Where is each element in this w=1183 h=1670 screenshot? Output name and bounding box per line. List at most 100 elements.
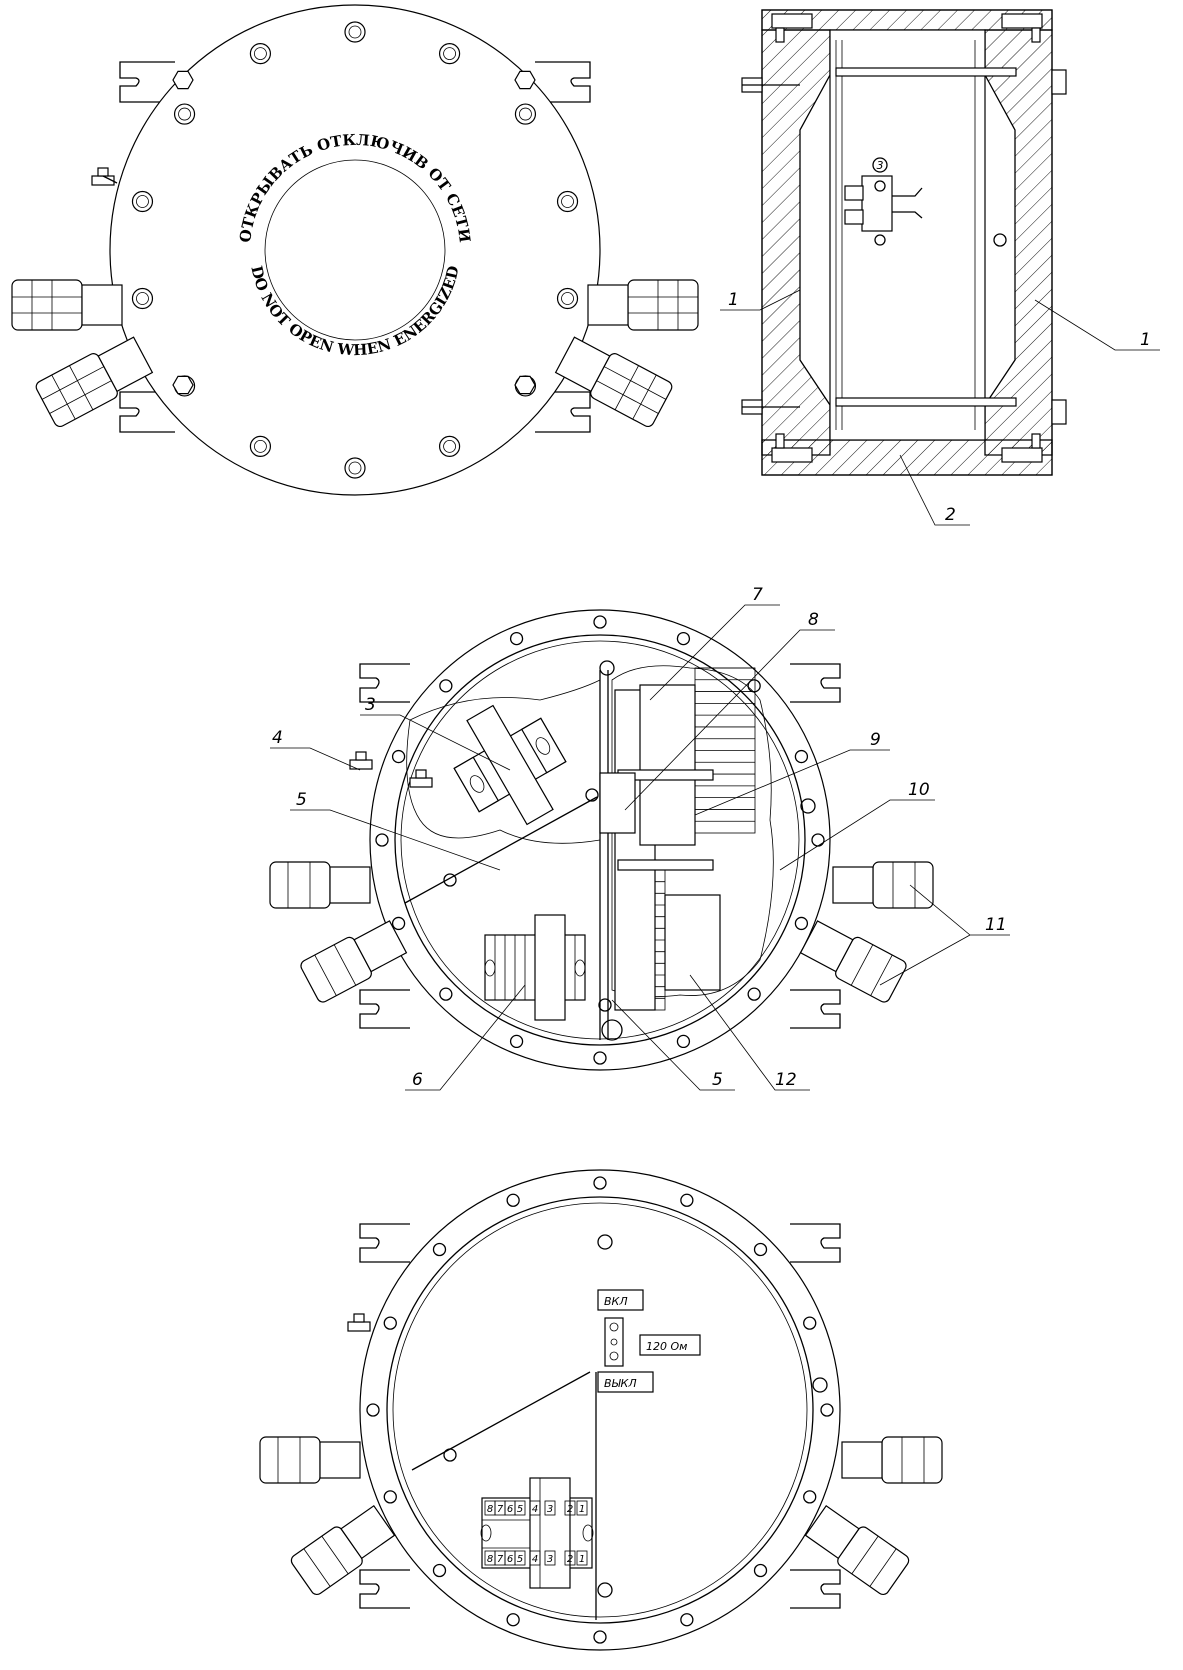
callout-5a: 5 bbox=[296, 790, 307, 810]
side-stud bbox=[1051, 399, 1067, 425]
screw bbox=[993, 233, 1007, 247]
side-stud bbox=[741, 77, 800, 93]
break-line bbox=[406, 679, 601, 844]
mounting-foot bbox=[790, 1569, 841, 1609]
screw bbox=[443, 873, 457, 887]
flange-hole bbox=[676, 1034, 691, 1049]
cable-gland bbox=[832, 861, 934, 909]
terminal-number: 8 bbox=[487, 1504, 493, 1515]
hex-nut bbox=[514, 70, 536, 90]
wire bbox=[404, 796, 598, 904]
terminal-number: 5 bbox=[517, 1504, 523, 1515]
flange-hole bbox=[676, 631, 691, 646]
flange-hole bbox=[680, 1193, 694, 1207]
earth-stud bbox=[91, 167, 118, 186]
flange-holes bbox=[375, 615, 825, 1065]
cover-bolt bbox=[344, 21, 366, 43]
cover-bolt bbox=[249, 42, 272, 65]
flange-hole bbox=[375, 833, 389, 847]
bracket bbox=[617, 859, 714, 871]
flange-hole bbox=[593, 1176, 607, 1190]
terminal-number: 4 bbox=[532, 1504, 538, 1515]
flange-hole bbox=[794, 916, 809, 931]
earth-mark: 3 bbox=[877, 159, 884, 172]
cover-view: ОТКРЫВАТЬ ОТКЛЮЧИВ ОТ СЕТИ DO NOT OPEN W… bbox=[11, 4, 699, 496]
flange-hole bbox=[593, 1630, 607, 1644]
mounting-foot bbox=[359, 1223, 410, 1263]
screw bbox=[601, 1019, 623, 1041]
terminal-number: 1 bbox=[579, 1554, 585, 1565]
mounting-foot bbox=[359, 663, 410, 703]
terminal-number: 6 bbox=[507, 1554, 513, 1565]
module-12 bbox=[664, 894, 721, 991]
screw bbox=[812, 1377, 828, 1393]
corner-bolt bbox=[1001, 13, 1043, 43]
mounting-foot bbox=[359, 989, 410, 1029]
flange-hole bbox=[391, 749, 406, 764]
mounting-foot bbox=[359, 1569, 410, 1609]
screw bbox=[800, 798, 816, 814]
corner-bolt bbox=[1001, 433, 1043, 463]
cover-bolt bbox=[249, 435, 272, 458]
flange-hole bbox=[506, 1613, 520, 1627]
cable-gland bbox=[300, 920, 408, 1003]
terminal-number: 5 bbox=[517, 1554, 523, 1565]
screw bbox=[599, 660, 615, 676]
cable-gland bbox=[35, 336, 154, 428]
callout-5b: 5 bbox=[712, 1070, 723, 1090]
flange-hole bbox=[680, 1613, 694, 1627]
wire bbox=[411, 1371, 591, 1471]
mounting-foot bbox=[790, 663, 841, 703]
hex-nut bbox=[172, 70, 194, 90]
callout-10: 10 bbox=[908, 780, 930, 800]
flange-inner-2 bbox=[392, 1202, 808, 1618]
terminal-number: 8 bbox=[487, 1554, 493, 1565]
callout-11: 11 bbox=[985, 915, 1007, 935]
sign-resistor: 120 Ом bbox=[646, 1340, 687, 1353]
terminal-number: 3 bbox=[547, 1554, 553, 1565]
earth-stud bbox=[347, 1313, 371, 1332]
callout-9: 9 bbox=[870, 730, 881, 750]
cable-gland bbox=[554, 336, 673, 428]
cable-gland bbox=[804, 1505, 910, 1596]
sign-on: ВКЛ bbox=[604, 1295, 628, 1308]
screw bbox=[597, 1234, 613, 1250]
cover-bolt bbox=[131, 287, 154, 310]
open-view: 3 4 5 5 6 7 8 9 10 11 12 bbox=[269, 585, 1010, 1091]
terminal-number: 2 bbox=[567, 1554, 573, 1565]
callout-3: 3 bbox=[365, 695, 376, 715]
flange-hole bbox=[383, 1316, 397, 1330]
cable-gland bbox=[11, 279, 123, 331]
flange-hole bbox=[803, 1316, 817, 1330]
inner-cavity bbox=[829, 29, 986, 441]
terminal-number: 7 bbox=[497, 1504, 504, 1515]
earth-symbol bbox=[872, 157, 888, 173]
flange-hole bbox=[794, 749, 809, 764]
earth-symbol bbox=[585, 788, 599, 802]
hex-nut bbox=[172, 375, 194, 395]
flange-inner bbox=[394, 634, 806, 1046]
cover-bolt bbox=[438, 42, 461, 65]
terminal-number: 2 bbox=[567, 1504, 573, 1515]
hex-nut bbox=[514, 375, 536, 395]
sign-resistor-frame bbox=[639, 1334, 701, 1356]
cable-gland bbox=[259, 1436, 361, 1484]
cable-gland bbox=[841, 1436, 943, 1484]
screw bbox=[597, 1582, 613, 1598]
terminal-number: 3 bbox=[547, 1504, 553, 1515]
callout-8: 8 bbox=[808, 610, 819, 630]
label-bottom-wall: 2 bbox=[945, 505, 956, 525]
cable-gland bbox=[587, 279, 699, 331]
earth-stud bbox=[349, 751, 373, 770]
cable-gland bbox=[269, 861, 371, 909]
sign-off: ВЫКЛ bbox=[604, 1377, 637, 1390]
flange-hole bbox=[747, 987, 761, 1001]
cable-gland bbox=[290, 1505, 396, 1596]
flange-hole bbox=[753, 1242, 768, 1257]
flange-hole bbox=[593, 1051, 607, 1065]
mounting-foot bbox=[790, 1223, 841, 1263]
